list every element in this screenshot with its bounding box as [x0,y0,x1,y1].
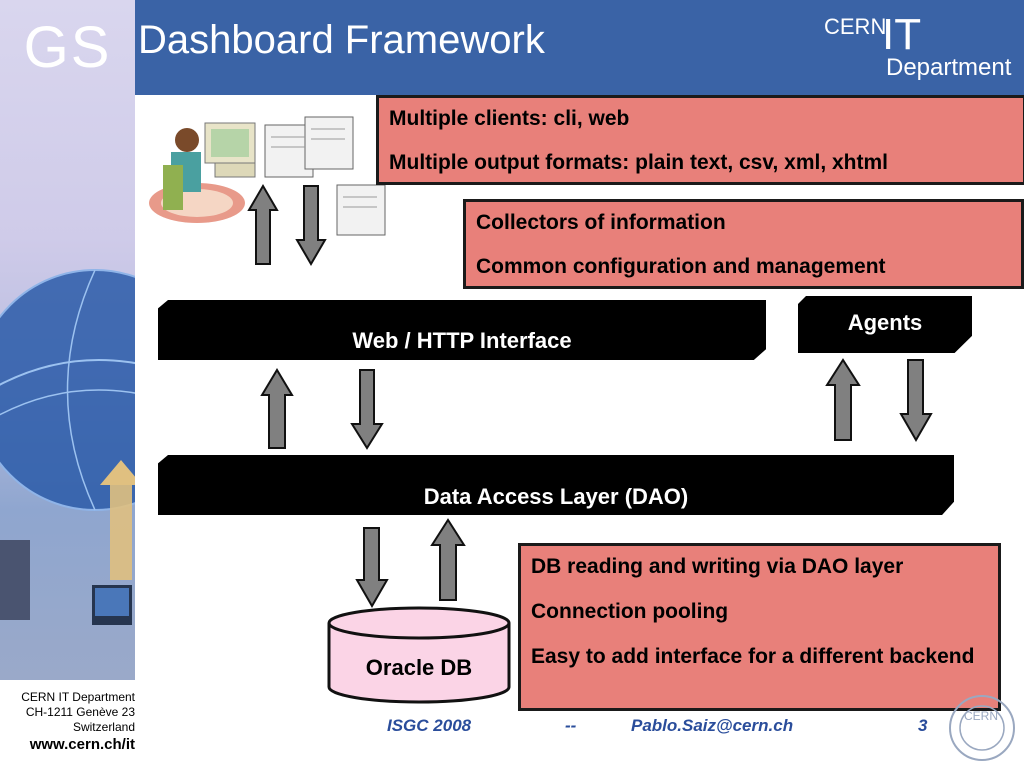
clients-callout: Multiple clients: cli, web Multiple outp… [376,95,1024,185]
svg-text:CERN: CERN [964,709,998,723]
callout-line: Connection pooling [531,600,729,623]
cern-seal-icon: CERN [949,695,1015,761]
oracle-db-label: Oracle DB [365,655,473,680]
arrow-down-icon [350,369,384,450]
arrow-up-icon [247,184,279,265]
arrow-up-icon [825,358,861,441]
cern-it-logo: CERN IT Department [824,10,1020,85]
footer-conference: ISGC 2008 [387,716,472,735]
gs-logo: GS [23,15,112,80]
callout-line: Common configuration and management [476,255,886,278]
sidebar-decoration [0,0,135,680]
address-line: CERN IT Department [21,690,135,704]
callout-line: Multiple clients: cli, web [389,107,630,130]
agents-layer: Agents [798,296,972,353]
callout-line: Multiple output formats: plain text, csv… [389,151,888,174]
user-computer-clipart [149,116,386,236]
db-callout: DB reading and writing via DAO layer Con… [518,543,1001,711]
arrow-up-icon [430,518,466,601]
arrow-up-icon [260,368,294,449]
logo-department-text: Department [886,54,1012,81]
logo-it-text: IT [882,10,922,59]
arrow-down-icon [899,359,933,443]
data-access-layer: Data Access Layer (DAO) [158,455,954,515]
address-line: Switzerland [72,720,135,734]
collectors-callout: Collectors of information Common configu… [463,199,1024,289]
arrow-down-icon [295,185,327,266]
address-line: CH-1211 Genève 23 [25,705,135,719]
callout-line: Collectors of information [476,211,726,234]
logo-cern-text: CERN [824,14,887,39]
footer-separator: -- [565,716,577,735]
web-http-interface-layer: Web / HTTP Interface [158,300,766,360]
footer-url: www.cern.ch/it [29,736,135,753]
page-number: 3 [918,716,928,735]
page-title: Dashboard Framework [138,18,545,62]
header-bar [135,0,1024,95]
callout-line: DB reading and writing via DAO layer [531,555,904,578]
arrow-down-icon [355,527,389,609]
footer-address: CERN IT Department CH-1211 Genève 23 Swi… [0,690,135,752]
footer-email: Pablo.Saiz@cern.ch [631,716,794,735]
callout-line: Easy to add interface for a different ba… [531,645,975,668]
oracle-db-cylinder-icon [327,606,511,704]
globe-network-illustration [0,269,135,625]
